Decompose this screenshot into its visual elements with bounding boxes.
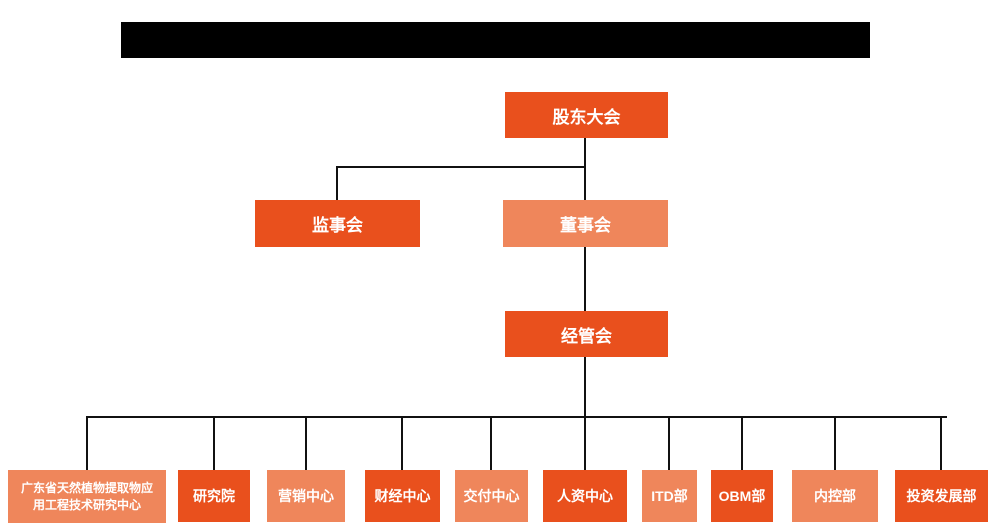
- org-node-obm-department: OBM部: [711, 470, 773, 522]
- org-node-shareholders-meeting: 股东大会: [505, 92, 668, 138]
- org-node-finance-center: 财经中心: [365, 470, 440, 522]
- org-node-hr-center: 人资中心: [543, 470, 627, 522]
- connector-line: [336, 166, 338, 200]
- connector-line: [584, 357, 586, 417]
- org-node-internal-control-department: 内控部: [792, 470, 878, 522]
- org-node-research-center: 广东省天然植物提取物应用工程技术研究中心: [8, 470, 166, 523]
- connector-line: [490, 416, 492, 470]
- connector-line: [940, 416, 942, 470]
- connector-line: [584, 247, 586, 311]
- org-node-marketing-center: 营销中心: [267, 470, 345, 522]
- connector-line: [305, 416, 307, 470]
- connector-line: [668, 416, 670, 470]
- connector-line: [336, 166, 586, 168]
- connector-line: [741, 416, 743, 470]
- org-node-board-of-directors: 董事会: [503, 200, 668, 247]
- connector-line: [86, 416, 88, 470]
- connector-line: [584, 416, 586, 470]
- connector-line: [584, 138, 586, 167]
- connector-line: [401, 416, 403, 470]
- connector-line: [213, 416, 215, 470]
- org-node-investment-development-department: 投资发展部: [895, 470, 988, 522]
- redacted-title-bar: [121, 22, 870, 58]
- connector-line: [86, 416, 947, 418]
- connector-line: [834, 416, 836, 470]
- org-node-delivery-center: 交付中心: [455, 470, 528, 522]
- connector-line: [584, 166, 586, 200]
- org-node-itd-department: ITD部: [642, 470, 697, 522]
- org-node-supervisory-board: 监事会: [255, 200, 420, 247]
- org-node-research-institute: 研究院: [178, 470, 250, 522]
- org-node-management-committee: 经管会: [505, 311, 668, 357]
